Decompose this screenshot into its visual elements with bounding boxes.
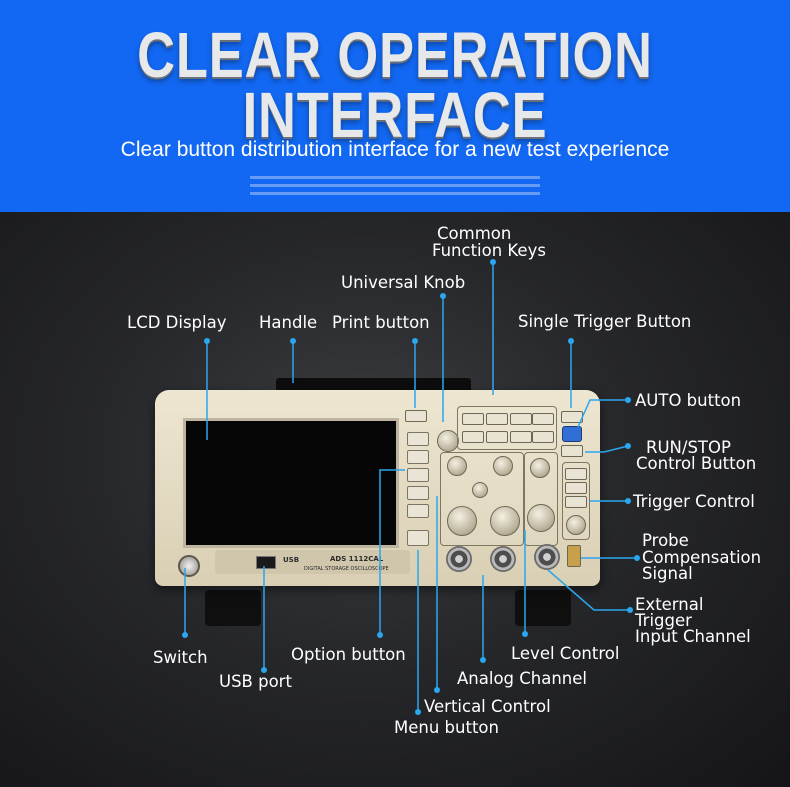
callout-dot (634, 555, 640, 561)
function-key[interactable] (532, 413, 554, 425)
label-external-trigger-2: Trigger (635, 611, 692, 630)
option-key-3[interactable] (407, 468, 429, 482)
model-name: ADS 1112CAL (330, 555, 384, 563)
label-level-control: Level Control (511, 644, 620, 663)
label-external-trigger-3: Input Channel (635, 627, 751, 646)
function-key[interactable] (486, 413, 508, 425)
callout-dot (625, 443, 631, 449)
label-auto-button: AUTO button (635, 391, 742, 410)
horizontal-position-knob[interactable] (530, 458, 550, 478)
callout-dot (434, 687, 440, 693)
callout-dot (412, 338, 418, 344)
option-key-4[interactable] (407, 486, 429, 500)
volts-div-knob[interactable] (447, 506, 477, 536)
option-key-2[interactable] (407, 450, 429, 464)
position-knob[interactable] (493, 456, 513, 476)
label-print-button: Print button (332, 313, 430, 332)
position-knob[interactable] (447, 456, 467, 476)
header-banner: CLEAR OPERATION INTERFACE Clear button d… (0, 0, 790, 212)
usb-mark: USB (283, 556, 300, 564)
callout-dot (480, 657, 486, 663)
model-description: DIGITAL STORAGE OSCILLOSCOPE (304, 566, 389, 572)
auto-key[interactable] (562, 426, 582, 442)
usb-port[interactable] (256, 556, 276, 569)
callout-dot (627, 607, 633, 613)
callout-dot (261, 667, 267, 673)
option-key-1[interactable] (407, 432, 429, 446)
label-usb-port: USB port (219, 672, 292, 691)
headline-line-1: CLEAR OPERATION (137, 19, 653, 91)
device-foot-left (205, 590, 261, 626)
menu-key[interactable] (407, 530, 429, 546)
trigger-key[interactable] (565, 482, 587, 494)
function-key[interactable] (510, 431, 532, 443)
trigger-key[interactable] (565, 468, 587, 480)
headline-line-2: INTERFACE (242, 79, 548, 151)
callout-dot (415, 709, 421, 715)
callout-dot (377, 632, 383, 638)
label-probe-compensation-1: Probe (642, 531, 689, 550)
label-lcd-display: LCD Display (127, 313, 227, 332)
callout-dot (625, 397, 631, 403)
label-handle: Handle (259, 313, 318, 332)
run-stop-key[interactable] (561, 445, 583, 457)
function-key[interactable] (462, 431, 484, 443)
label-run-stop-1: RUN/STOP (646, 438, 731, 457)
ch1-input-connector[interactable] (446, 546, 472, 572)
decorative-fine-print (250, 176, 540, 179)
lcd-display (183, 418, 399, 548)
label-run-stop-2: Control Button (636, 454, 757, 473)
callout-dot (204, 338, 210, 344)
callout-dot (440, 293, 446, 299)
banner-subtitle: Clear button distribution interface for … (120, 138, 670, 161)
decorative-fine-print (250, 184, 540, 187)
label-probe-compensation-2: Compensation (642, 548, 762, 567)
callout-dot (522, 631, 528, 637)
callout-dot (490, 259, 496, 265)
function-key[interactable] (486, 431, 508, 443)
label-vertical-control: Vertical Control (424, 697, 551, 716)
power-switch[interactable] (178, 555, 200, 577)
label-menu-button: Menu button (394, 718, 499, 737)
print-key[interactable] (405, 410, 427, 422)
label-option-button: Option button (291, 645, 406, 664)
label-common-function-keys-1: Common (437, 224, 512, 243)
trigger-key[interactable] (565, 496, 587, 508)
label-trigger-control: Trigger Control (633, 492, 755, 511)
label-probe-compensation-3: Signal (642, 564, 693, 583)
volts-div-knob[interactable] (490, 506, 520, 536)
label-single-trigger-button: Single Trigger Button (518, 312, 692, 331)
time-base-knob[interactable] (527, 504, 555, 532)
ext-trigger-connector[interactable] (534, 544, 560, 570)
function-key[interactable] (510, 413, 532, 425)
label-common-function-keys-2: Function Keys (432, 241, 546, 260)
universal-knob[interactable] (437, 430, 459, 452)
trigger-level-knob[interactable] (566, 515, 586, 535)
option-key-5[interactable] (407, 504, 429, 518)
callout-dot (625, 498, 631, 504)
probe-compensation-terminal (567, 545, 581, 567)
callout-dot (290, 338, 296, 344)
callout-dot (568, 338, 574, 344)
model-plate (215, 550, 410, 574)
ch2-input-connector[interactable] (490, 546, 516, 572)
label-external-trigger-1: External (635, 595, 704, 614)
callout-dot (182, 632, 188, 638)
label-switch: Switch (153, 648, 208, 667)
function-key[interactable] (462, 413, 484, 425)
math-key[interactable] (472, 482, 488, 498)
label-analog-channel: Analog Channel (457, 669, 587, 688)
function-key[interactable] (532, 431, 554, 443)
decorative-fine-print (250, 192, 540, 195)
label-universal-knob: Universal Knob (341, 273, 466, 292)
